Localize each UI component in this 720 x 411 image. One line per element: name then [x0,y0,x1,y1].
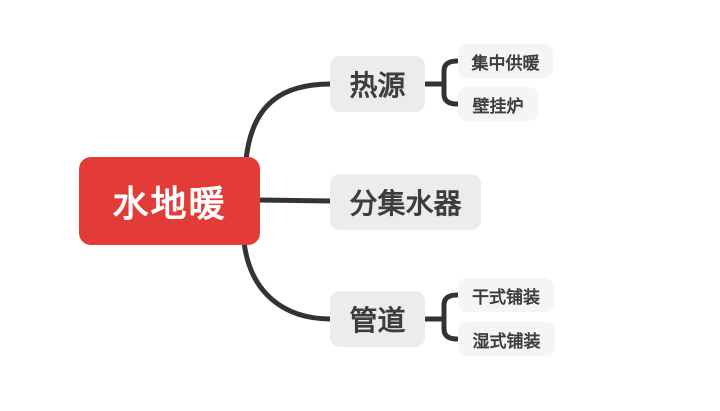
node-heat-source[interactable]: 热源 [330,56,425,112]
connector-root-pipes [241,239,334,322]
connector-pipes-bracket [441,292,460,342]
node-wall-mounted-boiler[interactable]: 壁挂炉 [458,87,538,121]
node-manifold[interactable]: 分集水器 [330,174,481,230]
node-root-water-floor-heating[interactable]: 水地暖 [79,157,260,245]
node-central-heating[interactable]: 集中供暖 [458,44,553,78]
node-dry-installation[interactable]: 干式铺装 [458,278,554,312]
connector-root-manifold [255,197,335,204]
node-pipes[interactable]: 管道 [330,291,425,347]
connector-root-heat-source [243,81,334,163]
node-wet-installation[interactable]: 湿式铺装 [458,322,555,356]
connector-heat-source-bracket [441,58,460,107]
